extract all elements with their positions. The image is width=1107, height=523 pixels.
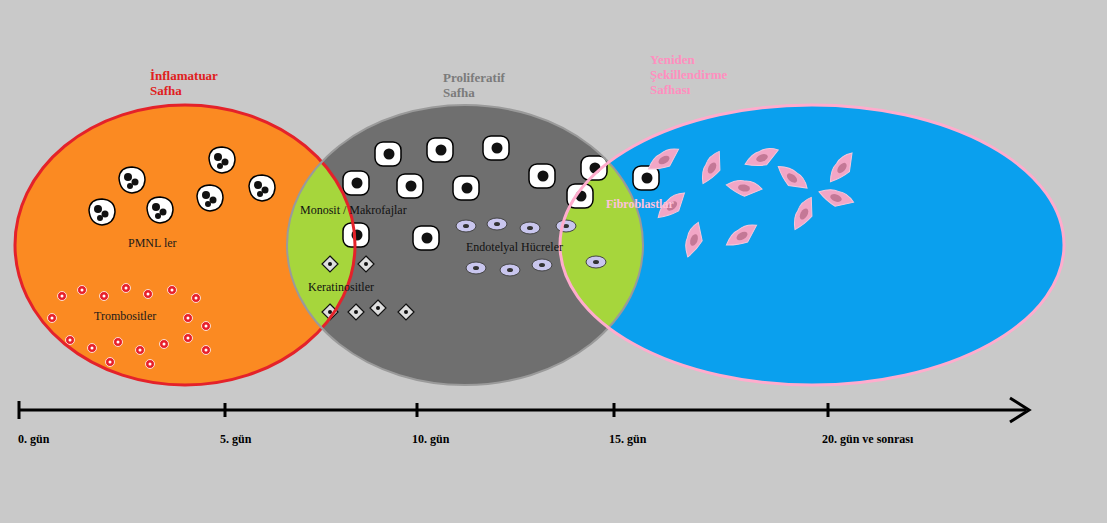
ellipse-outline [287,105,643,385]
axis-tick [827,403,830,417]
platelet [66,336,75,345]
fibroblast-cell [725,178,763,199]
macrophage-cell [375,142,401,166]
macrophage-cell [397,174,423,198]
phase-heading: Proliferatif Safha [443,70,538,100]
cell-label: Fibroblastlar [606,197,674,211]
macrophage-cell [413,226,439,250]
fibroblast-cell [697,149,728,188]
platelet [114,338,123,347]
phase-ellipse: Yeniden Şekillendirme Safhası [560,105,1064,385]
keratinocyte-cell [322,256,338,272]
platelet [202,346,211,355]
axis-tick [613,403,616,417]
macrophage-cell [633,166,659,190]
pmnl-cell [89,199,115,225]
platelet [48,314,57,323]
pmnl-cell [249,175,275,201]
overlap-fill [15,105,355,385]
fibroblast-cell [789,195,820,234]
day-label: 15. gün [609,432,646,446]
platelet [184,334,193,343]
keratinocyte-cell [370,300,386,316]
pmnl-cell [197,185,223,211]
timeline-axis [18,398,1029,422]
keratinocyte-cell [358,256,374,272]
keratinocyte-cell [398,304,414,320]
macrophage-cell [427,138,453,162]
fibroblast-cell [825,149,860,187]
platelet [78,286,87,295]
platelet [202,322,211,331]
axis-tick [416,403,419,417]
platelet [168,286,177,295]
pmnl-cell [147,197,173,223]
day-label: 5. gün [220,432,251,446]
cell-label: Keratinositler [308,280,374,294]
cell-label: Trombositler [94,309,156,323]
platelet [160,340,169,349]
macrophage-cell [343,171,369,195]
platelet [106,358,115,367]
endothelial-cell [520,222,540,234]
overlap-fill [287,105,643,385]
platelet [184,314,193,323]
cell-icons [48,136,860,369]
platelet [88,344,97,353]
platelet [144,290,153,299]
endothelial-cell [487,218,507,230]
platelet [146,360,155,369]
platelet [122,284,131,293]
endothelial-cell [456,220,476,232]
platelet [100,292,109,301]
fibroblast-cell [816,185,855,212]
day-label: 0. gün [18,432,49,446]
platelet [58,292,67,301]
axis-line [18,409,1026,412]
macrophage-cell [453,176,479,200]
endothelial-cell [586,256,606,268]
endothelial-cell [532,259,552,271]
pmnl-cell [209,147,235,173]
pmnl-cell [119,167,145,193]
fibroblast-cell [681,221,708,260]
fibroblast-cell [723,221,762,252]
platelet [192,294,201,303]
fibroblast-cell [773,161,811,196]
phase-heading: İnflamatuar Safha [150,68,245,98]
axis-tick [224,403,227,417]
day-label: 10. gün [412,432,449,446]
macrophage-cell [483,136,509,160]
axis-arrow [1010,398,1029,422]
macrophage-cell [529,164,555,188]
endothelial-cell [500,264,520,276]
keratinocyte-cell [348,304,364,320]
cell-label: Monosit / Makrofajlar [300,203,407,217]
day-label: 20. gün ve sonrası [822,432,913,446]
endothelial-cell [466,262,486,274]
platelet [136,346,145,355]
inflammatory-fill [15,105,355,385]
endothelial-cell [556,220,576,232]
fibroblast-cell [743,145,782,172]
phase-ellipse: İnflamatuar Safha [15,105,355,385]
cell-label: Endotelyal Hücreler [466,240,563,254]
axis-tick [18,401,21,419]
phase-ellipse: Proliferatif Safha [287,105,643,385]
cell-label: PMNL ler [128,236,177,250]
ellipse-outline [560,105,1064,385]
ellipse-outline [15,105,355,385]
fibroblast-cell [645,145,684,176]
phase-heading: Yeniden Şekillendirme Safhası [650,52,760,97]
